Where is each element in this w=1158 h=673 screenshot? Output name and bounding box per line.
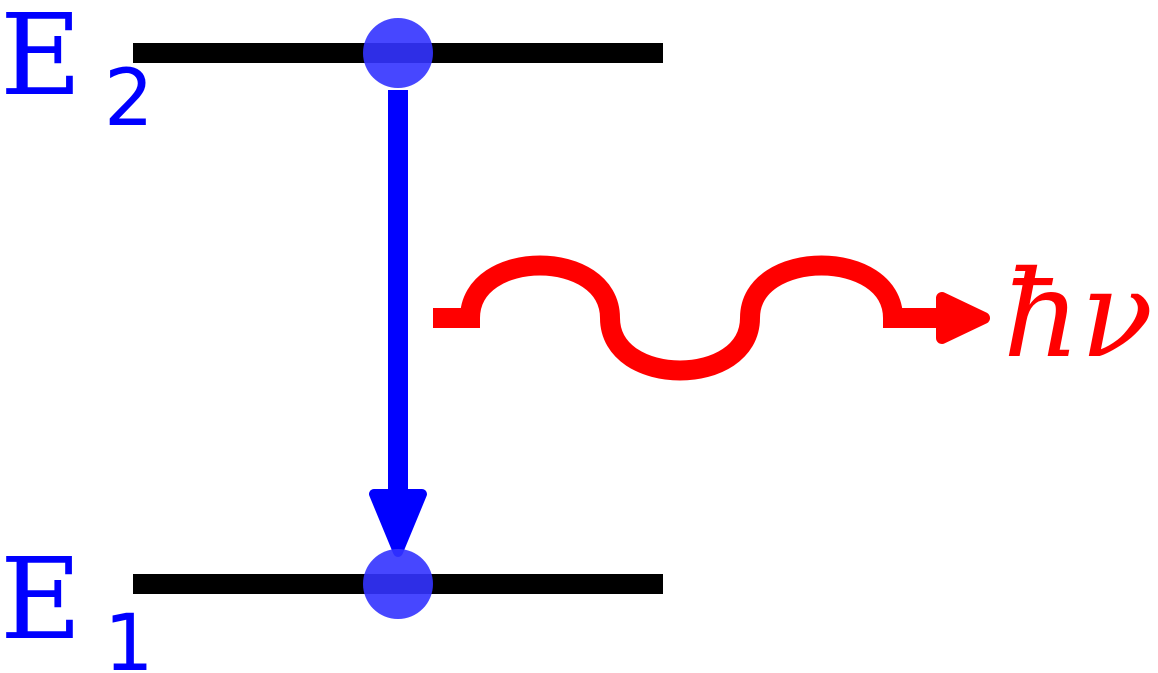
e2-subscript: 2 <box>104 54 154 144</box>
photon-wave <box>433 255 942 381</box>
e1-label: E <box>0 535 82 665</box>
photon-arrowhead <box>936 292 990 344</box>
electron-e2 <box>363 18 433 88</box>
e1-subscript: 1 <box>104 599 154 673</box>
electron-e1 <box>363 549 433 619</box>
e2-label: E <box>0 0 82 121</box>
photon-energy-label: ħν <box>1003 246 1153 385</box>
transition-arrowhead <box>369 489 427 557</box>
